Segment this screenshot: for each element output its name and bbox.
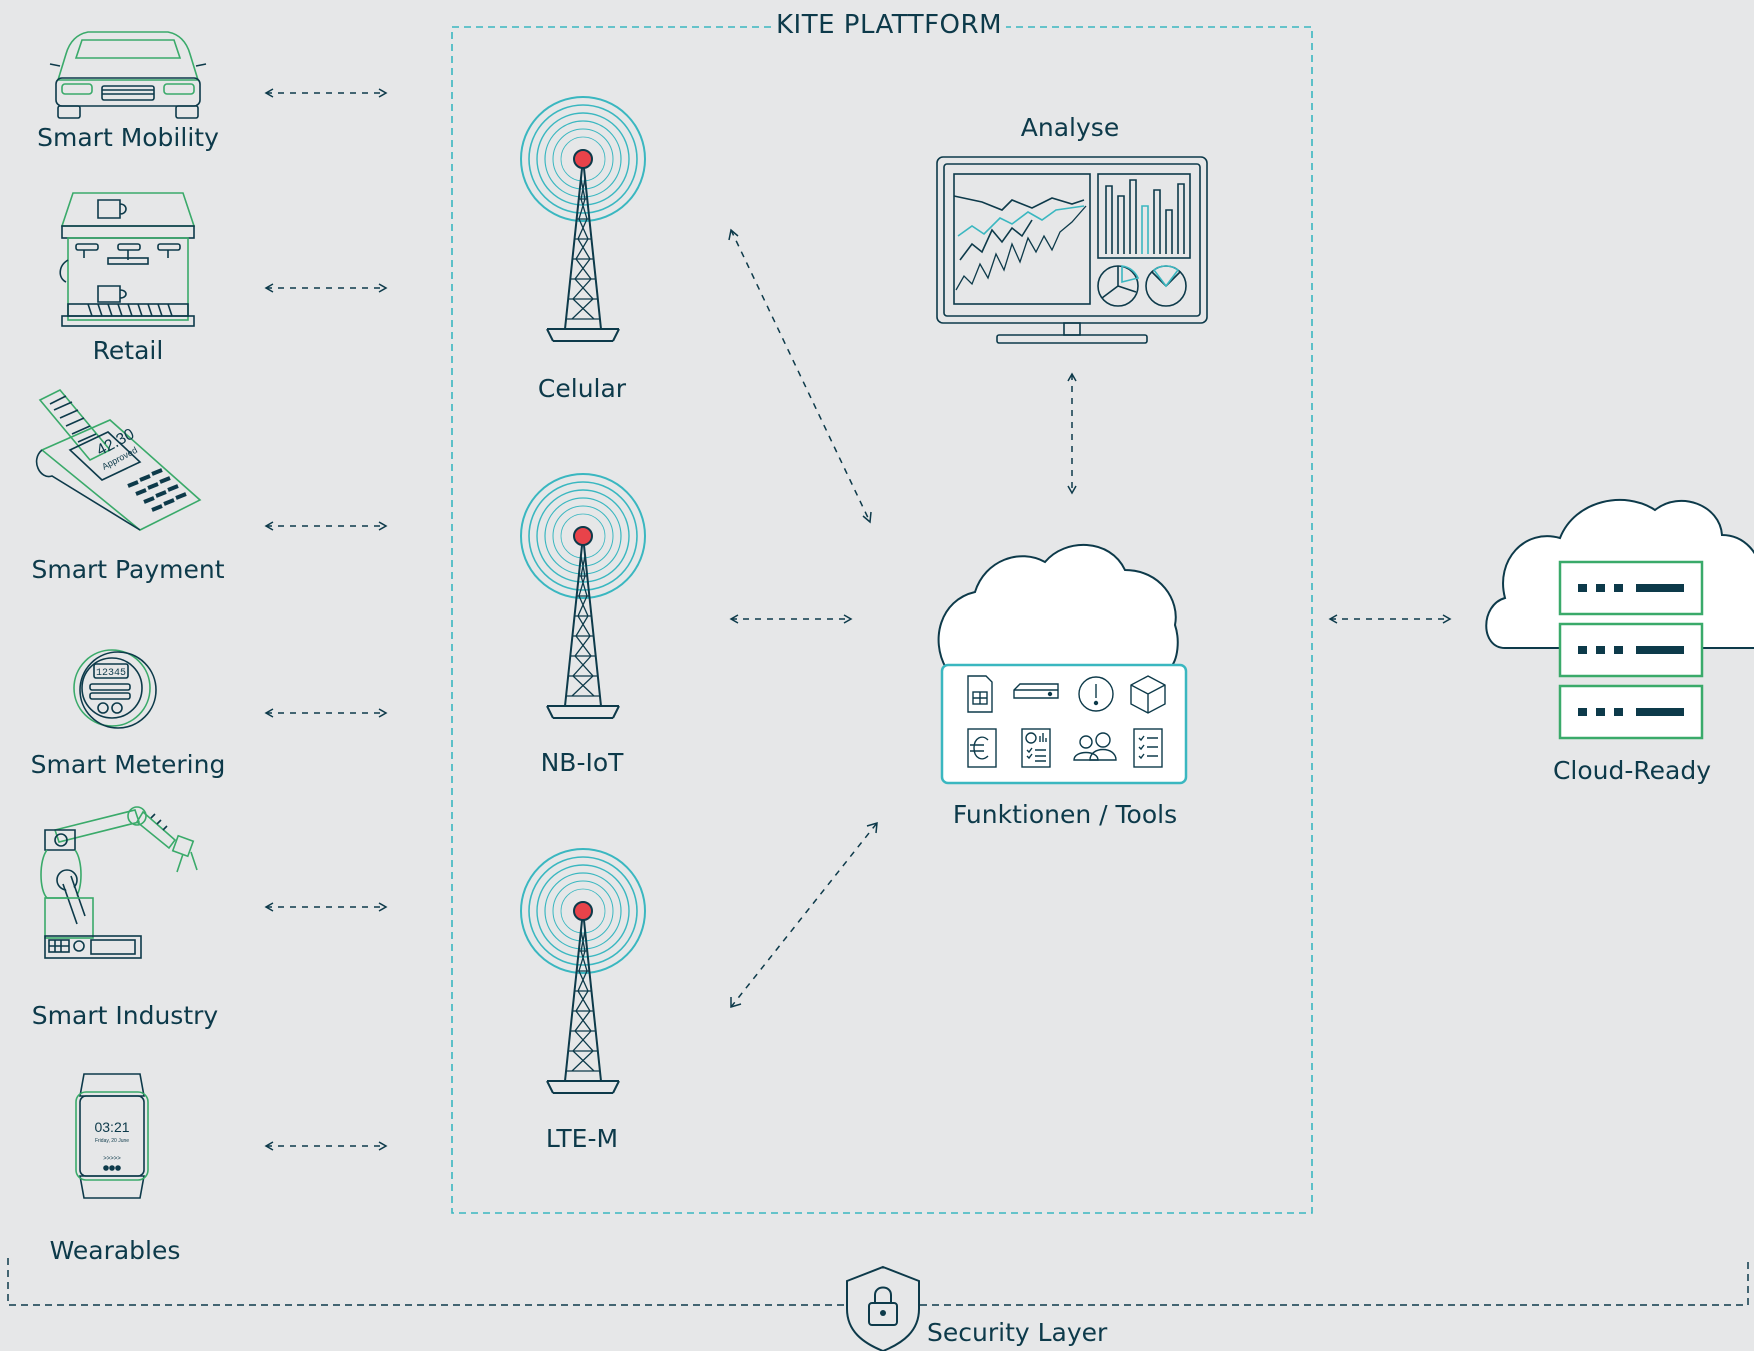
connector-celular-functions xyxy=(728,228,872,524)
segment-label-wearables: Wearables xyxy=(49,1236,181,1265)
cell-tower-icon xyxy=(520,473,646,719)
segment-label-smart-industry: Smart Industry xyxy=(31,1001,219,1030)
meter-reading-text: 12345 xyxy=(96,668,126,679)
payment-terminal-icon: 42.30 Approved xyxy=(35,389,202,531)
network-label-nb-iot: NB-IoT xyxy=(540,748,624,777)
package-icon xyxy=(1130,675,1166,714)
euro-icon xyxy=(967,728,997,768)
users-icon xyxy=(1073,732,1117,761)
watch-time-text: 03:21 xyxy=(94,1119,129,1135)
segment-label-retail: Retail xyxy=(92,336,164,365)
lock-shield-icon xyxy=(846,1265,920,1351)
connector-analyse-functions xyxy=(1067,372,1077,495)
cell-tower-icon xyxy=(520,848,646,1094)
alert-icon xyxy=(1078,676,1114,712)
functions-cloud xyxy=(937,543,1188,785)
robot-arm-icon xyxy=(40,806,198,959)
connector-arrows-left xyxy=(265,88,387,1151)
sim-card-icon xyxy=(967,675,993,713)
watch-slide-text: >>>>> xyxy=(103,1156,121,1162)
segment-label-smart-payment: Smart Payment xyxy=(31,555,225,584)
security-layer-label: Security Layer xyxy=(927,1318,1108,1347)
report-icon xyxy=(1021,728,1051,768)
smartwatch-icon: 03:21 Friday, 20 June >>>>> xyxy=(75,1073,149,1199)
network-label-celular: Celular xyxy=(537,374,627,403)
security-layer-line xyxy=(7,1258,1749,1306)
cloud-ready-label: Cloud-Ready xyxy=(1552,756,1712,785)
segment-label-smart-metering: Smart Metering xyxy=(30,750,226,779)
car-icon xyxy=(49,31,207,119)
cloud-server-icon xyxy=(1485,498,1754,740)
checklist-icon xyxy=(1133,728,1163,768)
functions-label: Funktionen / Tools xyxy=(952,800,1178,829)
connector-nbiot-functions xyxy=(730,614,852,624)
network-label-lte-m: LTE-M xyxy=(545,1124,619,1153)
router-icon xyxy=(1013,683,1059,699)
platform-frame xyxy=(451,26,1313,1214)
segment-label-smart-mobility: Smart Mobility xyxy=(37,123,219,152)
watch-date-text: Friday, 20 June xyxy=(95,1138,129,1144)
cell-tower-icon xyxy=(520,96,646,342)
connector-functions-cloud xyxy=(1329,614,1451,624)
coffee-machine-icon xyxy=(59,192,196,327)
monitor-chart-icon xyxy=(936,156,1208,344)
connector-ltem-functions xyxy=(730,821,878,1009)
meter-icon: 12345 xyxy=(73,649,157,729)
platform-title: KITE PLATTFORM xyxy=(771,10,1007,40)
analyse-label: Analyse xyxy=(1020,113,1120,142)
